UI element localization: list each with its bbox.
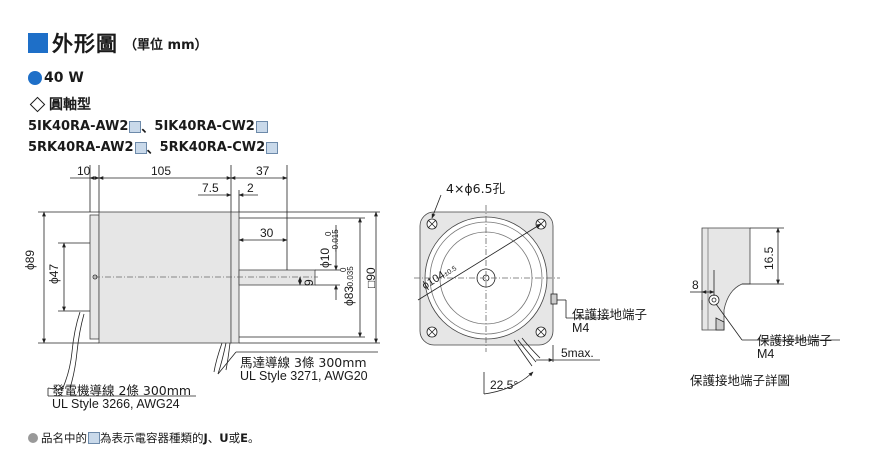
model-line-1: 5IK40RA-AW2 、 5IK40RA-CW2 — [28, 117, 268, 136]
generator-lead-spec: UL Style 3266, AWG24 — [52, 397, 180, 411]
title-text: 外形圖 — [52, 32, 118, 56]
dim-10: 10 — [77, 164, 91, 178]
dim-5max: 5max. — [561, 346, 594, 360]
capacitor-box-icon — [266, 141, 279, 154]
dim-30: 30 — [260, 226, 274, 240]
note-sep: 、 — [207, 431, 220, 445]
front-view — [414, 194, 610, 395]
mount-holes-label: 4×ϕ6.5孔 — [446, 181, 506, 196]
model-separator: 、 — [146, 142, 160, 157]
power-rating: 40 W — [28, 70, 84, 86]
dim-2: 2 — [247, 181, 254, 195]
footnote: 品名中的 為表示電容器種類的 J 、 U 或 E 。 — [28, 430, 259, 446]
model-name: 5RK40RA-CW2 — [159, 140, 266, 155]
capacitor-box-icon — [129, 120, 142, 133]
dim-9: 9 — [302, 279, 316, 286]
ground-terminal-size: M4 — [572, 321, 590, 335]
note-u: U — [219, 431, 229, 445]
note-end: 。 — [247, 431, 260, 445]
model-name: 5RK40RA-AW2 — [28, 140, 134, 155]
model-name: 5IK40RA-AW2 — [28, 119, 129, 134]
dim-phi10: ϕ10 — [318, 247, 332, 268]
capacitor-box-icon — [88, 432, 100, 444]
detail-ground-size: M4 — [757, 347, 775, 361]
dim-8: 8 — [692, 278, 699, 292]
dim-angle: 22.5° — [490, 378, 519, 392]
capacitor-box-icon — [255, 120, 268, 133]
model-name: 5IK40RA-CW2 — [154, 119, 255, 134]
capacitor-box-icon — [134, 141, 147, 154]
dim-phi83-tol-bottom: -0.035 — [346, 266, 355, 289]
detail-ground-label: 保護接地端子 — [757, 333, 833, 348]
bullet-dot-icon — [28, 433, 38, 443]
power-label: 40 W — [44, 70, 84, 86]
side-view — [38, 165, 380, 397]
generator-lead-label: 發電機導線 2條 300mm — [52, 383, 192, 398]
note-prefix: 品名中的 — [41, 431, 87, 445]
dim-phi10-tol-bottom: -0.015 — [331, 229, 340, 252]
dim-105: 105 — [151, 164, 172, 178]
title-unit: （單位 mm） — [124, 37, 208, 53]
motor-lead-spec: UL Style 3271, AWG20 — [240, 369, 368, 383]
dim-sq90: □90 — [364, 267, 378, 288]
model-line-2: 5RK40RA-AW2 、 5RK40RA-CW2 — [28, 138, 279, 157]
page-title: 外形圖 （單位 mm） — [28, 28, 208, 58]
motor-lead-label: 馬達導線 3條 300mm — [240, 355, 367, 370]
ground-terminal-label: 保護接地端子 — [572, 307, 648, 322]
model-separator: 、 — [141, 121, 155, 136]
dim-phi47: ϕ47 — [47, 263, 61, 284]
shaft-label: 圓軸型 — [49, 97, 91, 113]
detail-title: 保護接地端子詳圖 — [690, 373, 791, 388]
dim-37: 37 — [256, 164, 270, 178]
note-j: J — [203, 431, 208, 445]
dim-7-5: 7.5 — [202, 181, 219, 195]
shaft-type: 圓軸型 — [28, 94, 91, 114]
dim-phi89: ϕ89 — [23, 249, 37, 270]
title-square-icon — [28, 33, 48, 53]
note-or: 或 — [228, 431, 241, 445]
bullet-dot-icon — [28, 71, 42, 85]
note-text: 為表示電容器種類的 — [100, 431, 204, 445]
ground-terminal-detail — [690, 227, 840, 341]
note-e: E — [240, 431, 248, 445]
dim-16-5: 16.5 — [762, 246, 776, 270]
